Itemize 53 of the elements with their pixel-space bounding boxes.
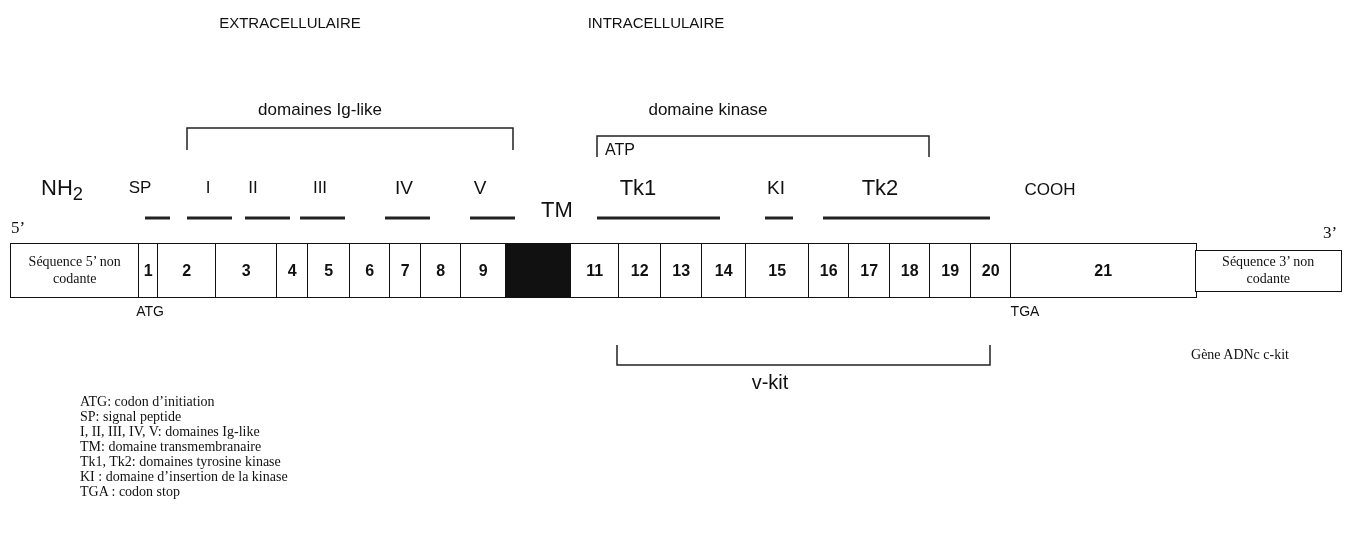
sequence-box: Séquence 5’ non codante bbox=[10, 243, 140, 298]
key-line: SP: signal peptide bbox=[80, 409, 182, 424]
sequence-box: Séquence 3’ non codante bbox=[1195, 250, 1342, 292]
gene-label: Gène ADNc c-kit bbox=[1191, 347, 1289, 363]
exon-box: 9 bbox=[460, 243, 507, 298]
end-label: 3’ bbox=[1322, 223, 1338, 243]
exon-box: 5 bbox=[307, 243, 351, 298]
region-label: INTRACELLULAIRE bbox=[587, 13, 725, 31]
key-line: I, II, III, IV, V: domaines Ig-like bbox=[80, 424, 260, 439]
region-label: EXTRACELLULAIRE bbox=[219, 13, 361, 31]
key-line: KI : domaine d’insertion de la kinase bbox=[80, 469, 288, 484]
fragment-label: v-kit bbox=[751, 370, 789, 394]
key-line: TM: domaine transmembranaire bbox=[80, 439, 262, 454]
exon-box: 6 bbox=[349, 243, 391, 298]
domain-label: domaines Ig-like bbox=[258, 100, 382, 120]
domain-label: SP bbox=[128, 178, 152, 198]
domain-label: III bbox=[312, 178, 328, 198]
end-label: 5’ bbox=[10, 218, 26, 238]
exon-box: 11 bbox=[570, 243, 620, 298]
key-line: ATG: codon d’initiation bbox=[80, 394, 215, 409]
domain-label: II bbox=[248, 178, 258, 198]
exon-box: 12 bbox=[618, 243, 662, 298]
site-label: ATP bbox=[605, 141, 635, 159]
domain-label: TM bbox=[541, 197, 573, 223]
domain-label: Tk2 bbox=[861, 175, 899, 201]
domain-label: IV bbox=[395, 177, 413, 199]
exon-box: 1 bbox=[138, 243, 159, 298]
domain-label: I bbox=[205, 178, 211, 198]
exon-box: 15 bbox=[745, 243, 810, 298]
exon-box: 17 bbox=[848, 243, 891, 298]
codon-label: ATG bbox=[136, 303, 164, 319]
domain-label: Tk1 bbox=[619, 175, 657, 201]
exon-box: 19 bbox=[929, 243, 972, 298]
key-line: TGA : codon stop bbox=[80, 484, 180, 499]
exon-box: 7 bbox=[389, 243, 422, 298]
exon-box: 8 bbox=[420, 243, 462, 298]
exon-box: 4 bbox=[276, 243, 309, 298]
terminus-label: COOH bbox=[1024, 180, 1076, 200]
exon-box: 16 bbox=[808, 243, 850, 298]
exon-box: 21 bbox=[1010, 243, 1197, 298]
filled-block bbox=[505, 243, 572, 298]
domain-label: KI bbox=[767, 177, 785, 199]
domain-label: V bbox=[473, 177, 487, 199]
exon-box: 2 bbox=[157, 243, 217, 298]
exon-box: 13 bbox=[660, 243, 703, 298]
exon-box: 14 bbox=[701, 243, 747, 298]
exon-box: 3 bbox=[215, 243, 278, 298]
codon-label: TGA bbox=[1010, 303, 1040, 319]
domain-label: domaine kinase bbox=[648, 100, 768, 120]
exon-box: 20 bbox=[970, 243, 1012, 298]
terminus-label: NH$_{2}$ bbox=[41, 174, 83, 206]
exon-box: 18 bbox=[889, 243, 931, 298]
key-line: Tk1, Tk2: domaines tyrosine kinase bbox=[80, 454, 281, 469]
